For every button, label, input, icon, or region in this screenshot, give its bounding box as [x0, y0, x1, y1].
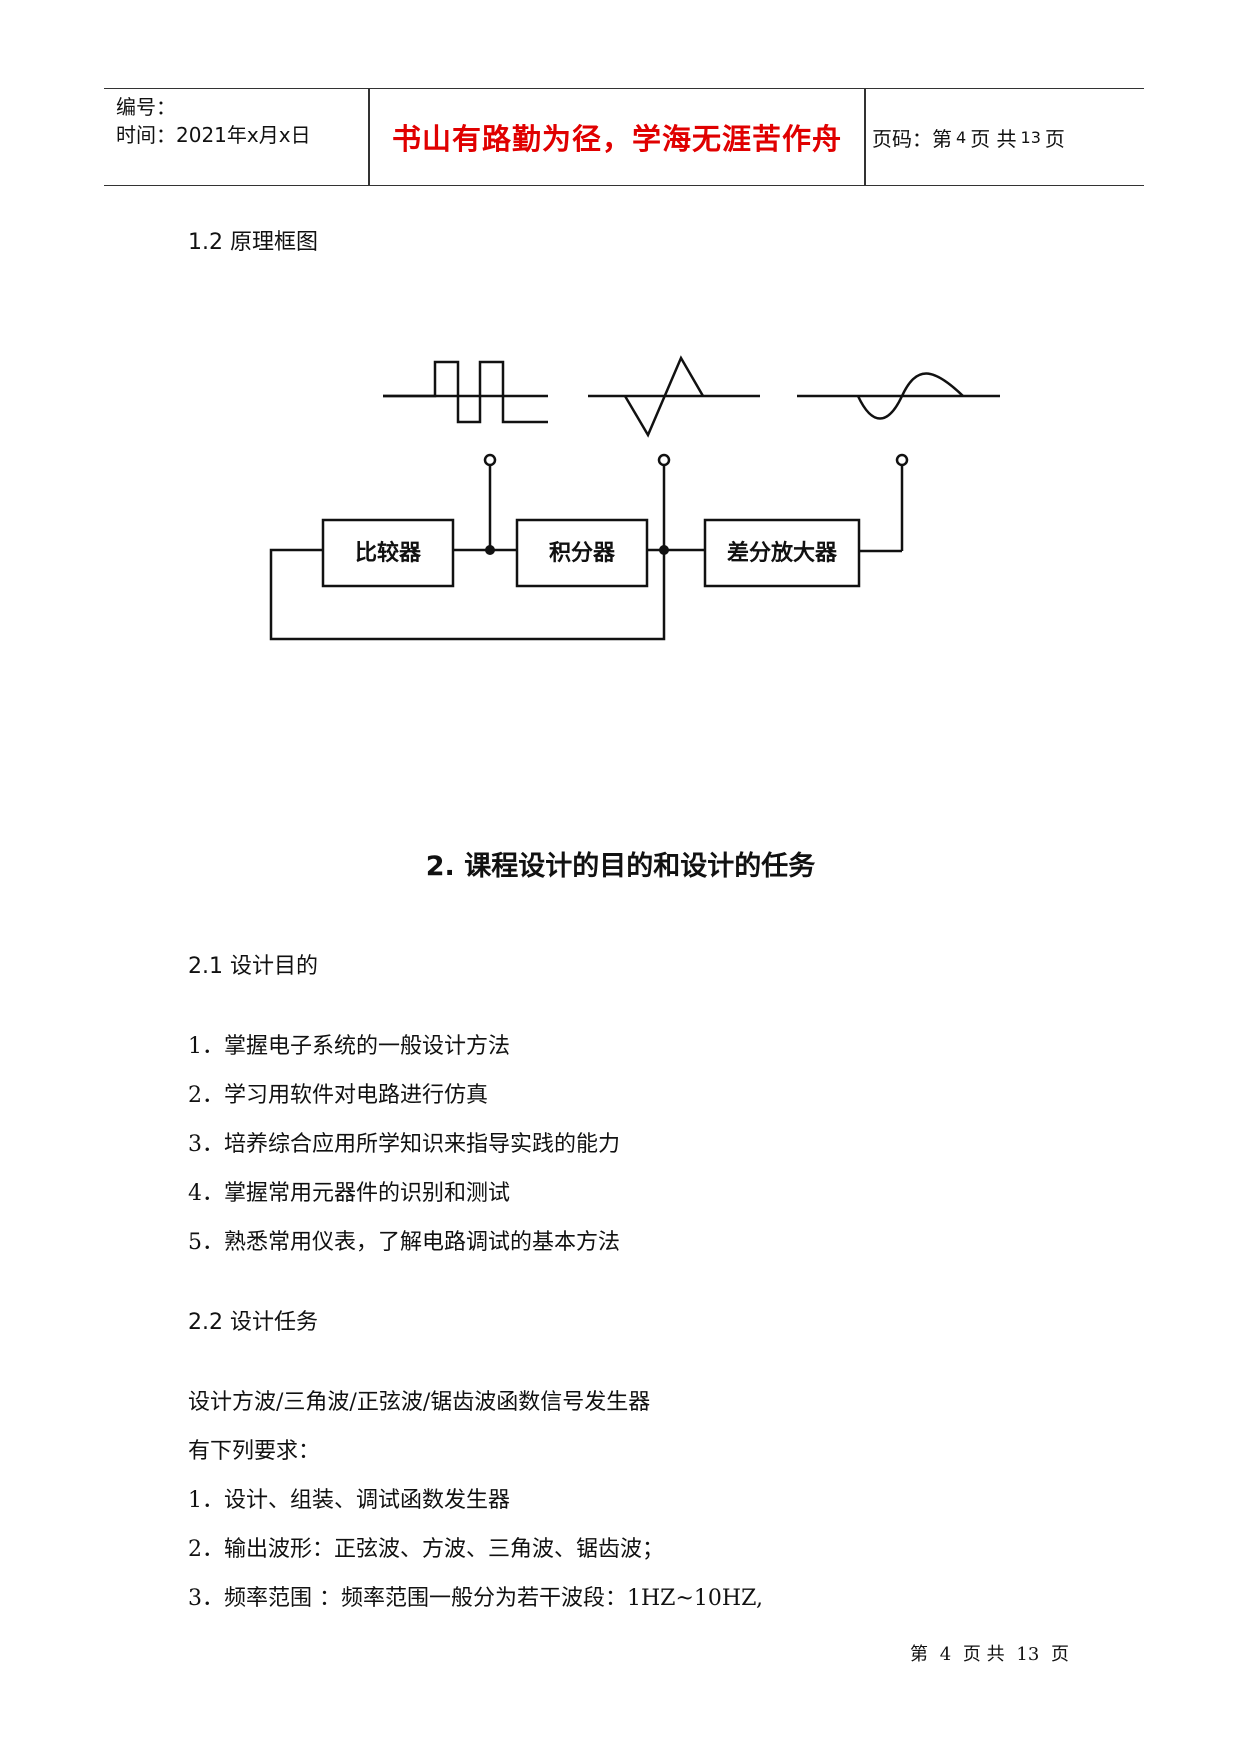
- list-item: 4．掌握常用元器件的识别和测试: [188, 1181, 510, 1206]
- comparator-block: [321, 518, 455, 588]
- list-item: 3．频率范围 ：频率范围一般分为若干波段：1HZ~10HZ,: [188, 1586, 763, 1611]
- block-diagram: 比较器 积分器 差分放大器: [269, 355, 1000, 641]
- list-item: 5．熟悉常用仪表，了解电路调试的基本方法: [188, 1230, 620, 1255]
- page-footer: 第 4 页 共 13 页: [910, 1640, 1069, 1666]
- list-item: 2．学习用软件对电路进行仿真: [188, 1083, 488, 1108]
- page-suffix: 页: [1044, 126, 1065, 151]
- diff-amplifier-label: 差分放大器: [727, 540, 838, 566]
- comparator-label: 比较器: [355, 540, 422, 566]
- number-label: 编号：: [116, 95, 176, 119]
- section-2-1-title: 2.1 设计目的: [188, 954, 318, 979]
- diff-amplifier-block: [703, 518, 861, 588]
- output-terminal-icon: [657, 453, 671, 467]
- footer-mid: 页 共: [962, 1644, 1005, 1665]
- list-item: 1．设计、组装、调试函数发生器: [188, 1488, 510, 1513]
- list-item: 1．掌握电子系统的一般设计方法: [188, 1034, 510, 1059]
- footer-total: 13: [1016, 1644, 1040, 1665]
- page-current: 4: [956, 127, 967, 147]
- integrator-block: [515, 518, 649, 588]
- junction-dot: [485, 545, 495, 555]
- header-motto: 书山有路勤为径，学海无涯苦作舟: [391, 122, 842, 156]
- page-total: 13: [1020, 127, 1041, 147]
- page-header: 编号： 时间：2021年x月x日 书山有路勤为径，学海无涯苦作舟 页码：第 4 …: [104, 88, 1144, 186]
- sine-wave-icon: [856, 372, 964, 420]
- square-wave-icon: [383, 360, 548, 424]
- output-terminal-icon: [895, 453, 909, 467]
- list-item: 2．输出波形：正弦波、方波、三角波、锯齿波；: [188, 1537, 664, 1562]
- section-1-2-title: 1.2 原理框图: [188, 230, 318, 255]
- footer-suffix: 页: [1051, 1644, 1070, 1665]
- junction-dot: [659, 545, 669, 555]
- page-prefix: 页码：第: [872, 126, 952, 151]
- header-divider: [864, 89, 866, 185]
- footer-current: 4: [939, 1644, 952, 1665]
- list-item: 3．培养综合应用所学知识来指导实践的能力: [188, 1132, 620, 1157]
- requirements-label: 有下列要求：: [188, 1439, 321, 1464]
- task-intro: 设计方波/三角波/正弦波/锯齿波函数信号发生器: [188, 1390, 651, 1415]
- integrator-label: 积分器: [549, 541, 616, 566]
- footer-prefix: 第: [910, 1644, 928, 1665]
- header-divider: [368, 89, 370, 185]
- output-terminal-icon: [483, 453, 497, 467]
- time-label: 时间：2021年x月x日: [116, 123, 311, 147]
- page-mid: 页 共: [970, 126, 1017, 151]
- header-page-number: 页码：第 4 页 共 13 页: [872, 89, 1065, 185]
- header-meta: 编号： 时间：2021年x月x日: [116, 93, 311, 149]
- section-2-title: 2. 课程设计的目的和设计的任务: [425, 851, 816, 882]
- section-2-2-title: 2.2 设计任务: [188, 1310, 318, 1335]
- triangle-wave-icon: [623, 355, 705, 438]
